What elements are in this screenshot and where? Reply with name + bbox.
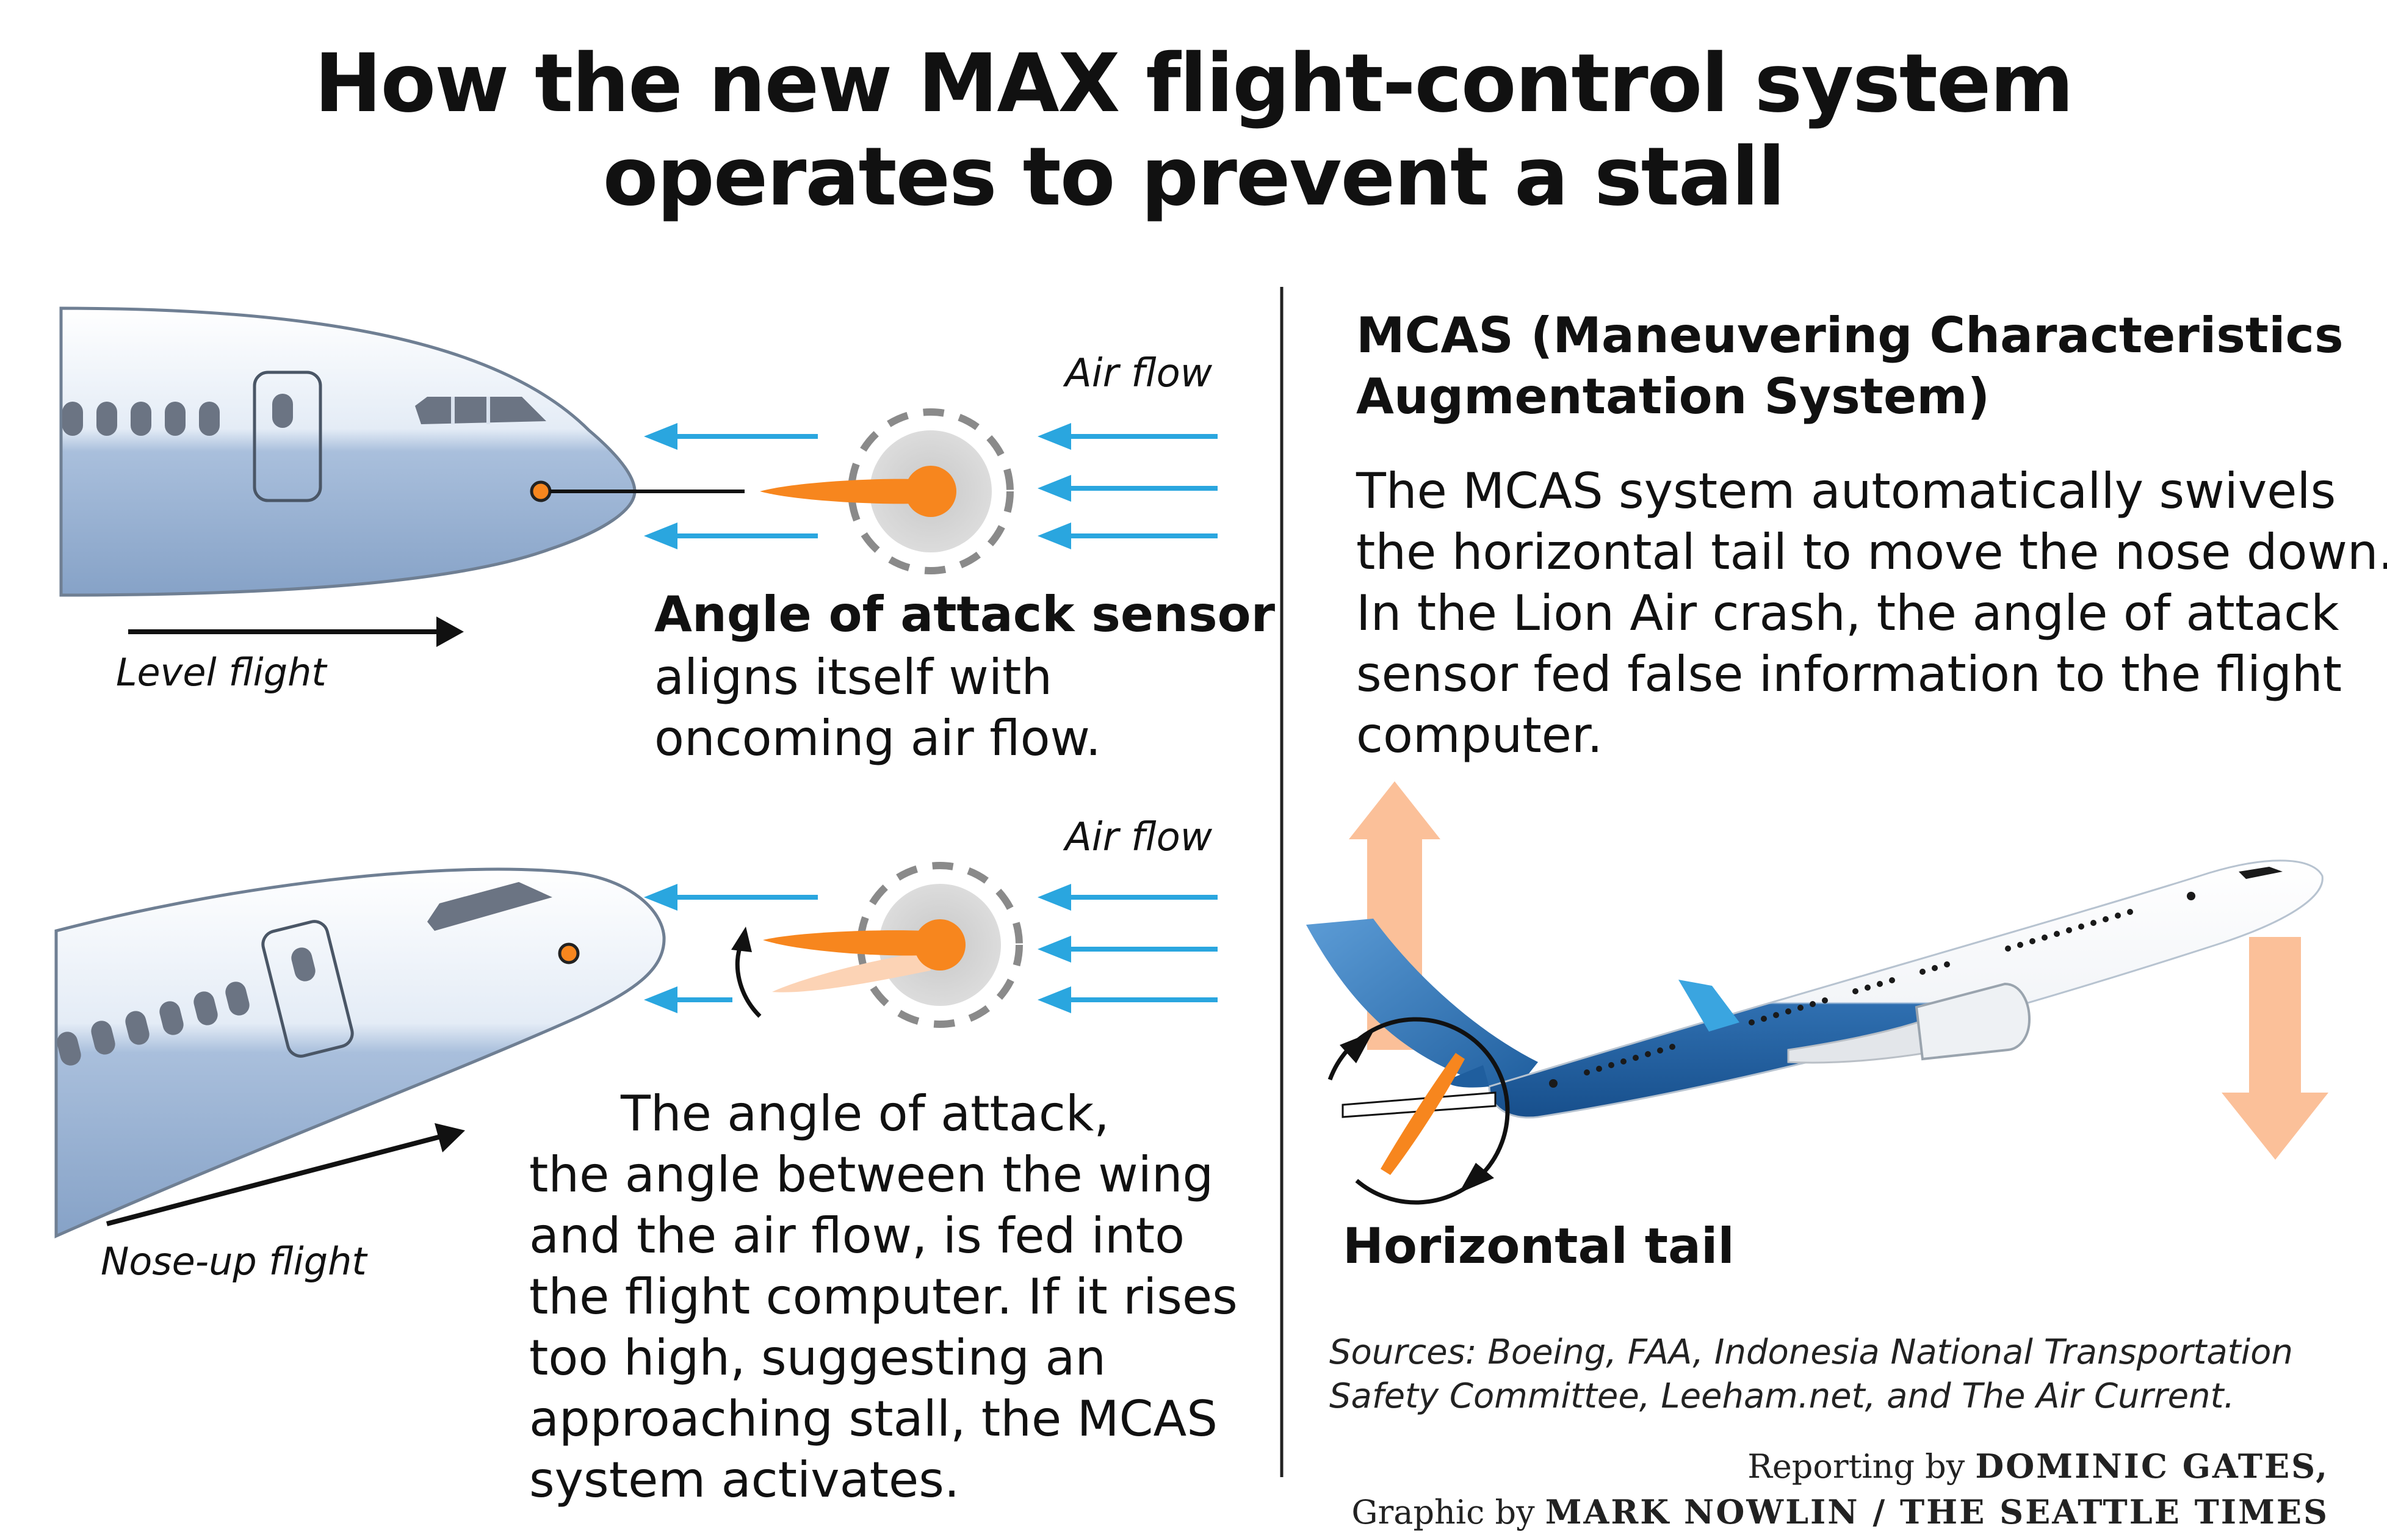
level-angle-of-attack-vane [760, 408, 1014, 574]
cabin-windows [57, 947, 316, 1066]
noseup-flight-airplane-nose [54, 867, 666, 1238]
title-line-1: How the new MAX flight-control system [314, 37, 2074, 131]
cockpit-windows [2239, 867, 2283, 879]
noseup-angle-of-attack-vane [731, 862, 1023, 1028]
explanation-line: the flight computer. If it rises [529, 1268, 1238, 1325]
explanation-line: the angle between the wing [529, 1146, 1214, 1203]
noseup-flight-direction-arrow [106, 1123, 465, 1226]
horizontal-tail-label: Horizontal tail [1343, 1218, 1735, 1274]
reporting-prefix: Reporting by [1747, 1447, 1965, 1486]
explanation-line: The angle of attack, [621, 1085, 1110, 1142]
arrow-down-icon [2222, 937, 2328, 1160]
level-airflow-arrows [644, 423, 1218, 549]
graphic-artist-name: MARK NOWLIN / THE SEATTLE TIMES [1545, 1492, 2329, 1531]
cabin-windows [1549, 892, 2195, 1088]
level-flight-airplane-nose [59, 306, 745, 597]
cockpit-windows [427, 882, 552, 931]
sensor-description-line-1: aligns itself with [654, 649, 1053, 706]
curved-arrow-icon [1340, 1032, 1373, 1063]
explanation-line: and the air flow, is fed into [529, 1207, 1185, 1264]
level-flight-direction-arrow [128, 616, 464, 647]
mcas-description-line: computer. [1356, 707, 1603, 764]
mcas-description-line: sensor fed false information to the flig… [1356, 646, 2342, 703]
sensor-dot [530, 480, 552, 502]
explanation-line: system activates. [529, 1451, 960, 1508]
reporting-credit: Reporting by DOMINIC GATES, [1747, 1447, 2329, 1486]
sensor-description-line-2: oncoming air flow. [654, 710, 1102, 767]
mcas-description-line: The MCAS system automatically swivels [1356, 463, 2336, 519]
level-flight-label: Level flight [116, 650, 327, 695]
noseup-airflow-label: Air flow [1065, 815, 1213, 860]
noseup-flight-label: Nose-up flight [101, 1239, 367, 1284]
cockpit-windows [415, 397, 546, 424]
cabin-windows [62, 394, 293, 436]
graphic-credit: Graphic by MARK NOWLIN / THE SEATTLE TIM… [1351, 1492, 2329, 1531]
sensor-heading: Angle of attack sensor [654, 586, 1276, 643]
title-line-2: operates to prevent a stall [602, 130, 1786, 224]
sources-line-2: Safety Committee, Leeham.net, and The Ai… [1329, 1376, 2235, 1416]
curved-arrow-icon [735, 942, 762, 1018]
noseup-airflow-arrows [644, 884, 1218, 1013]
reporter-name: DOMINIC GATES, [1975, 1447, 2329, 1486]
mcas-heading-line-1: MCAS (Maneuvering Characteristics [1356, 307, 2344, 364]
explanation-line: approaching stall, the MCAS [529, 1390, 1218, 1447]
sensor-dot [558, 942, 580, 964]
boeing-737-max-illustration [1306, 781, 2328, 1205]
mcas-heading-line-2: Augmentation System) [1356, 368, 1990, 425]
horizontal-tail-callout [1322, 1017, 1510, 1205]
level-airflow-label: Air flow [1065, 351, 1213, 396]
mcas-description-line: the horizontal tail to move the nose dow… [1356, 524, 2387, 580]
explanation-line: too high, suggesting an [529, 1329, 1107, 1386]
sources-line-1: Sources: Boeing, FAA, Indonesia National… [1329, 1332, 2293, 1372]
mcas-description-line: In the Lion Air crash, the angle of atta… [1356, 585, 2339, 642]
passenger-door [253, 371, 322, 502]
graphic-prefix: Graphic by [1351, 1493, 1535, 1531]
curved-arrow-icon [1459, 1163, 1494, 1193]
passenger-door [261, 920, 354, 1058]
engine-nacelle [1915, 982, 2031, 1061]
